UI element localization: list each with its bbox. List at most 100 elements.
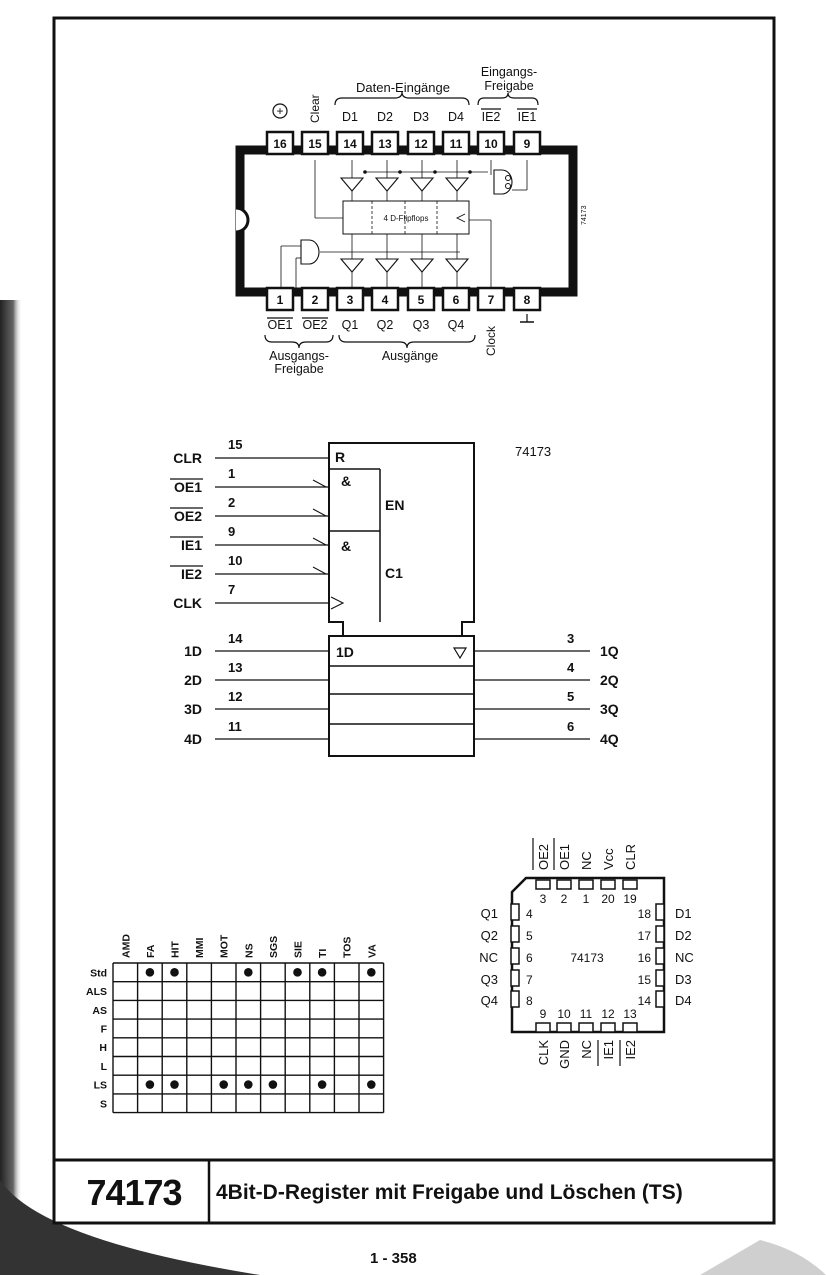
dip-top-label: D1: [342, 110, 358, 124]
plcc-pin-number: 7: [526, 973, 533, 987]
manufacturer-label: MMI: [194, 938, 206, 958]
plcc-pin-number: 16: [638, 951, 652, 965]
control-input-pin: 1: [228, 466, 235, 481]
daten-brace: [334, 91, 470, 106]
dip-pin-number: 6: [453, 293, 460, 307]
dip-pin-number: 10: [484, 137, 498, 151]
plcc-bottom-label: IE2: [623, 1040, 638, 1060]
dip-pin-number: 8: [524, 293, 531, 307]
data-input-pin: 14: [228, 631, 243, 646]
dip-bottom-label: OE2: [302, 318, 327, 332]
control-input-name: CLK: [173, 595, 202, 611]
dip-bottom-label: OE1: [267, 318, 292, 332]
dip-pin-16: 16: [265, 130, 295, 156]
dip-top-label: D3: [413, 110, 429, 124]
control-input-name: IE1: [181, 537, 202, 553]
active-low-indicator-icon: [312, 537, 327, 546]
family-label: Std: [90, 967, 107, 979]
control-input-pin: 7: [228, 582, 235, 597]
plcc-pin-number: 15: [638, 973, 652, 987]
plcc-pin-pad: [600, 1022, 616, 1033]
dip-bottom-label: Q4: [448, 318, 465, 332]
plcc-pin-pad: [600, 879, 616, 890]
data-output-1q: 1Q3: [474, 631, 619, 659]
block-en-label: EN: [385, 497, 404, 513]
plcc-pin-number: 11: [580, 1007, 593, 1021]
plcc-pin-number: 3: [540, 892, 547, 906]
plcc-pin-number: 8: [526, 994, 533, 1008]
dip-pin-6: 6: [441, 286, 471, 312]
dip-top-label: IE2: [482, 110, 501, 124]
data-output-name: 1Q: [600, 643, 619, 659]
plcc-pin-pad: [655, 969, 665, 987]
plcc-pin-number: 2: [561, 892, 568, 906]
dip-top-label: D2: [377, 110, 393, 124]
plcc-pin-number: 19: [623, 892, 637, 906]
data-input-pin: 13: [228, 660, 242, 675]
ausgangs-label-2: Freigabe: [274, 362, 323, 376]
plcc-pin-pad: [655, 947, 665, 965]
eingang-brace: [477, 92, 539, 106]
control-input-pin: 9: [228, 524, 235, 539]
oe-and-gate: [300, 239, 320, 265]
dip-pin-12: 12: [406, 130, 436, 156]
plcc-pin-number: 18: [638, 907, 652, 921]
plcc-pin-pad: [510, 903, 520, 921]
availability-dot: [145, 1080, 155, 1089]
plcc-top-label: CLR: [623, 844, 638, 870]
data-output-pin: 6: [567, 719, 574, 734]
plcc-pin-pad: [510, 969, 520, 987]
plcc-left-label: Q2: [481, 928, 498, 943]
dip-input-gates: [339, 160, 472, 201]
availability-dot: [293, 968, 302, 977]
family-label: F: [101, 1023, 108, 1035]
family-label: S: [100, 1098, 107, 1110]
eingangs-label-1: Eingangs-: [481, 65, 537, 79]
manufacturer-label: VA: [366, 944, 378, 958]
plcc-pin-pad: [510, 925, 520, 943]
plcc-right-label: D1: [675, 906, 692, 921]
availability-dot: [244, 1080, 253, 1089]
availability-dot: [268, 1080, 278, 1089]
plcc-pin-pad: [578, 1022, 594, 1033]
dip-pin-number: 16: [273, 137, 287, 151]
dip-pin-number: 1: [277, 293, 284, 307]
dip-pin-number: 2: [312, 293, 319, 307]
plcc-left-label: Q4: [481, 993, 498, 1008]
plcc-right-label: NC: [675, 950, 694, 965]
dip-output-gates: [339, 234, 470, 288]
manufacturer-label: SIE: [293, 941, 305, 958]
dip-side-code: 74173: [581, 205, 588, 225]
manufacturer-label: FA: [145, 944, 157, 958]
dip-pin-number: 9: [524, 137, 531, 151]
availability-dot: [317, 1080, 327, 1089]
dip-pin-number: 11: [450, 137, 463, 151]
ausgaenge-brace: [338, 334, 476, 349]
plcc-pin-pad: [510, 947, 520, 965]
footer-title: 4Bit-D-Register mit Freigabe und Löschen…: [216, 1181, 683, 1204]
control-input-pin: 10: [228, 553, 242, 568]
dip-pin-13: 13: [370, 130, 400, 156]
plcc-bottom-label: GND: [557, 1040, 572, 1069]
dip-pin-4: 4: [370, 286, 400, 312]
dip-pin-number: 13: [378, 137, 392, 151]
plcc-top-label: NC: [579, 851, 594, 870]
availability-dot: [367, 968, 376, 977]
availability-dot: [317, 968, 327, 977]
plcc-pin-pad: [622, 1022, 638, 1033]
flipflop-box: [342, 200, 470, 235]
plcc-pin-number: 12: [601, 1007, 615, 1021]
ausgang-freigabe-brace: [264, 334, 334, 349]
plcc-pin-number: 20: [601, 892, 615, 906]
data-input-name: 4D: [184, 731, 202, 747]
family-label: LS: [94, 1080, 107, 1092]
